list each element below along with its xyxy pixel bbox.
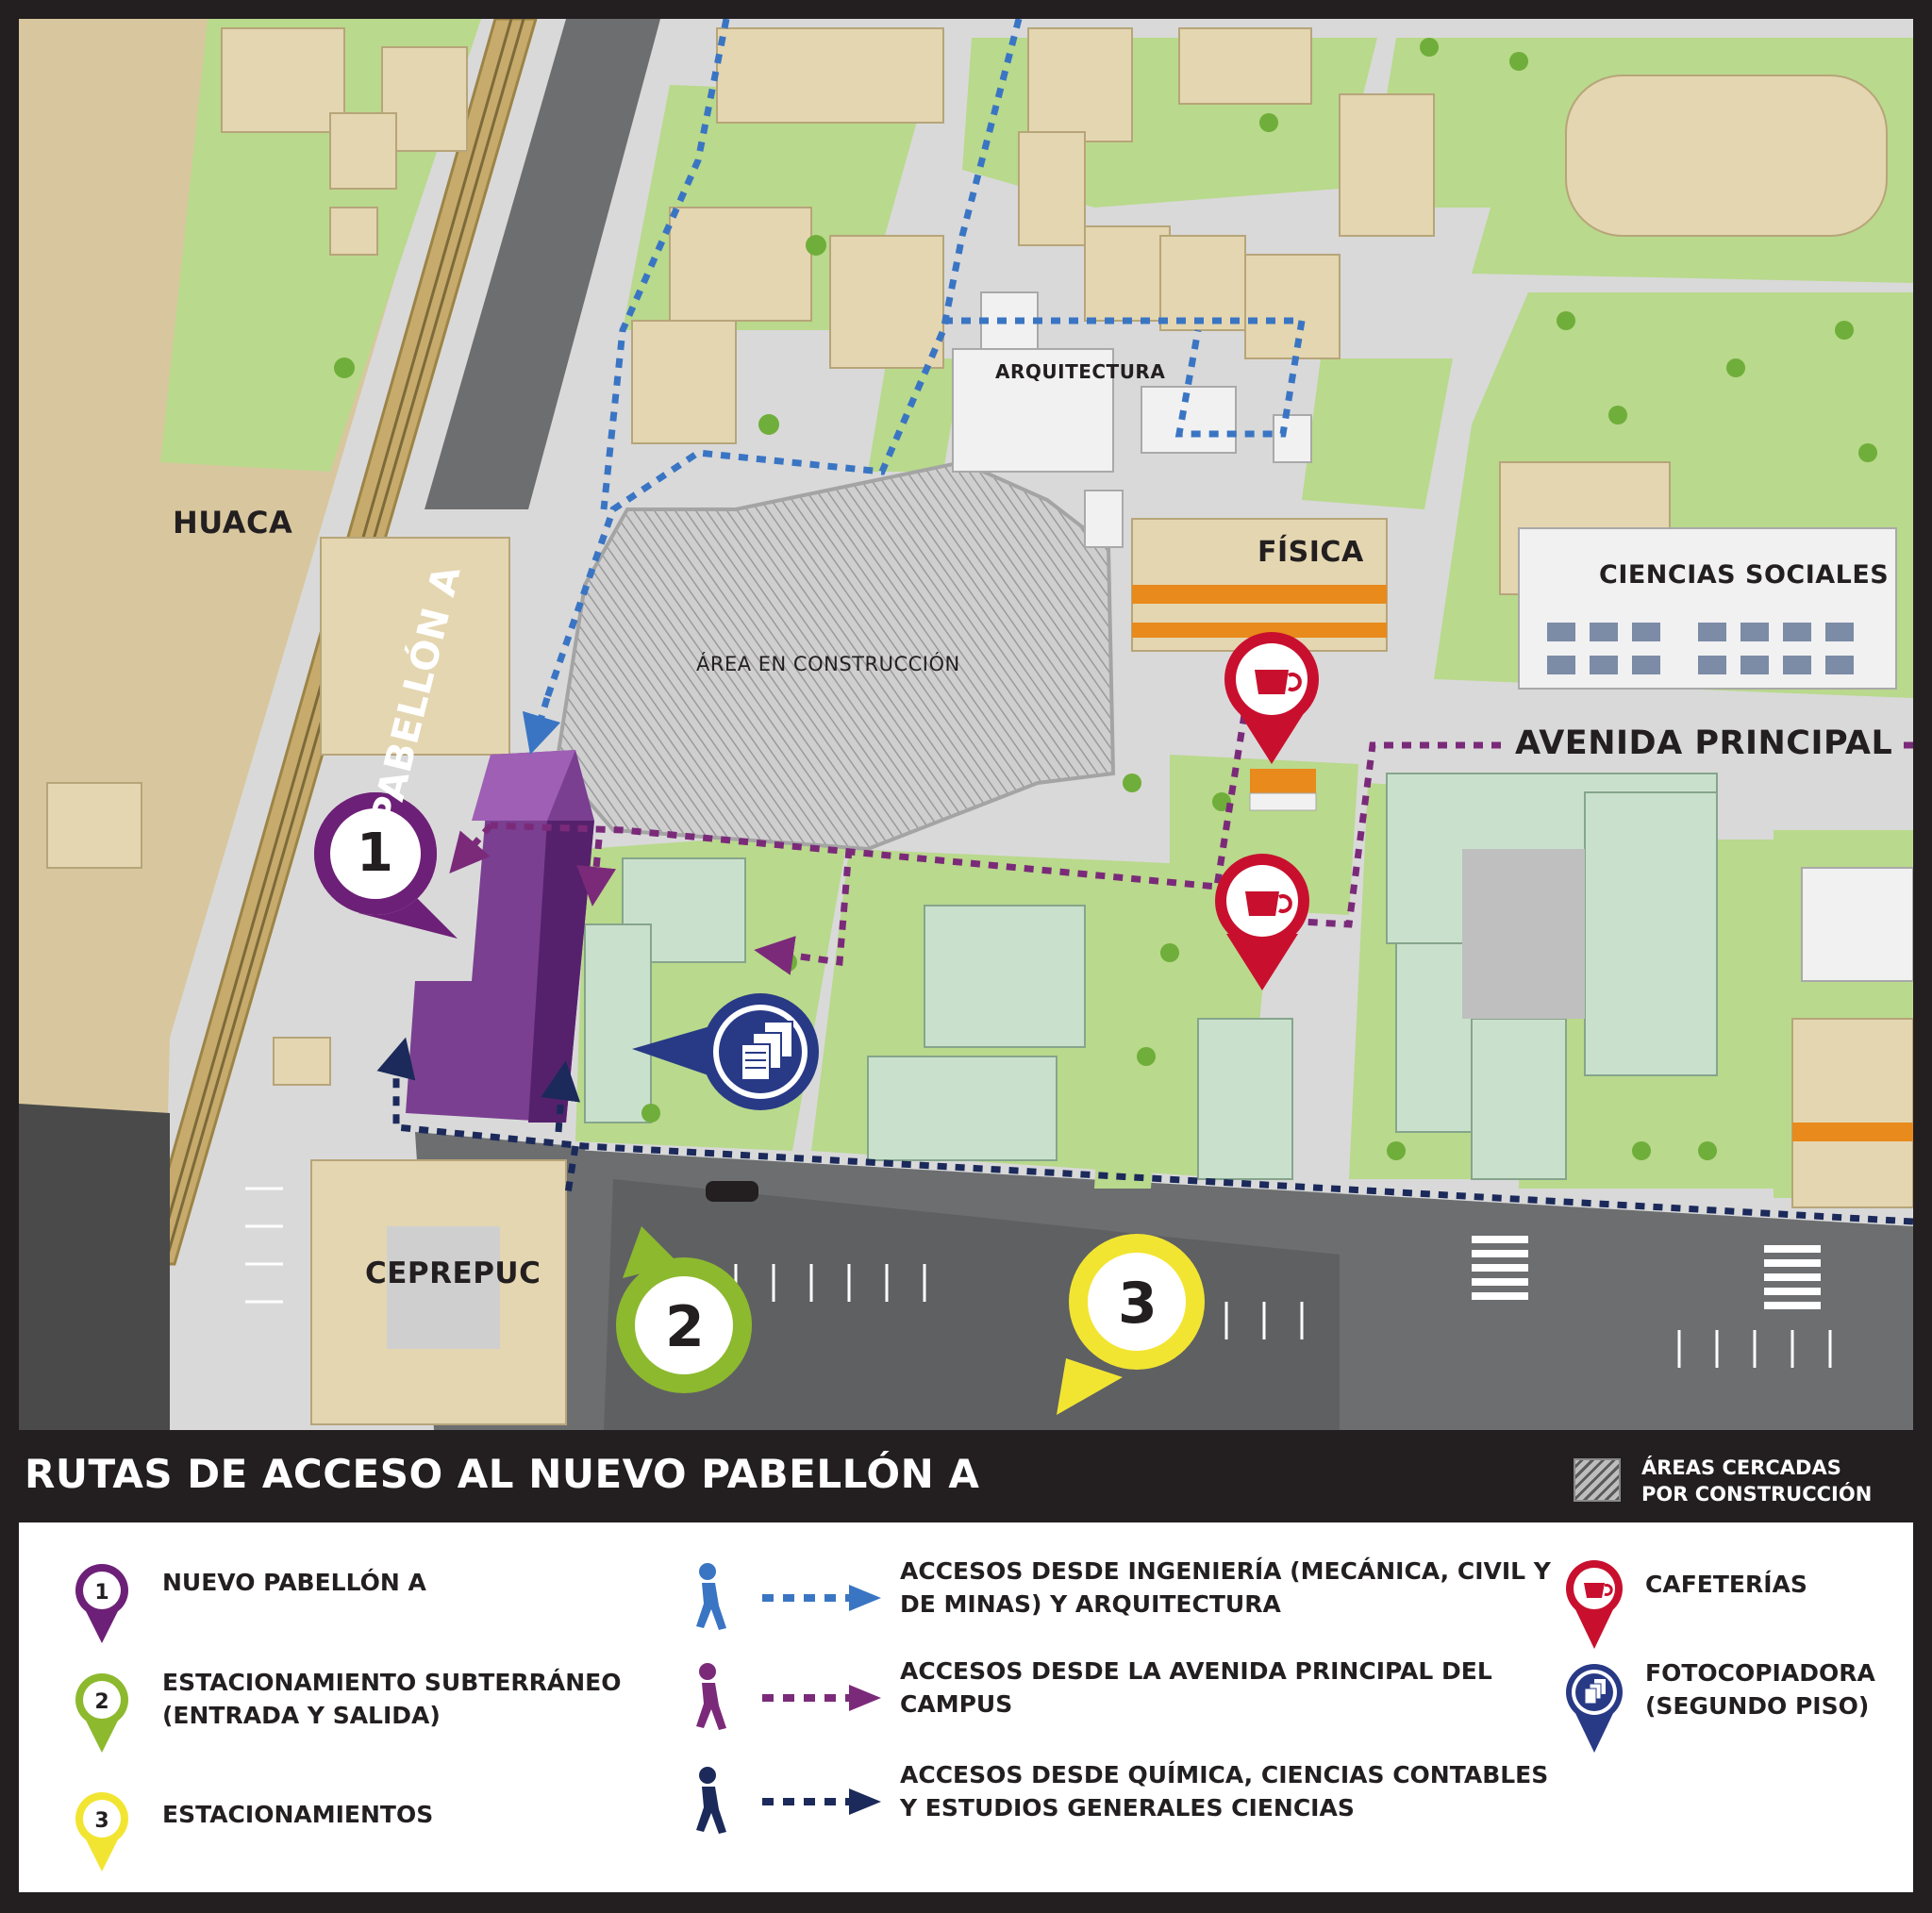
svg-text:1: 1	[94, 1581, 108, 1605]
label-arquitectura: ARQUITECTURA	[995, 360, 1166, 383]
marker-1-number: 1	[357, 823, 394, 884]
label-ceprepuc: CEPREPUC	[365, 1256, 541, 1290]
legend-label-estacionamiento-subterraneo: ESTACIONAMIENTO SUBTERRÁNEO (ENTRADA Y S…	[162, 1669, 622, 1729]
fisica-building	[1131, 518, 1388, 652]
svg-text:3: 3	[94, 1809, 108, 1833]
legend-route-ingenieria	[679, 1560, 887, 1639]
page-title: RUTAS DE ACCESO AL NUEVO PABELLÓN A	[25, 1451, 980, 1497]
ciencias-sociales-building	[1518, 527, 1897, 690]
legend-panel: 1 NUEVO PABELLÓN A 2 ESTACIONAMIENTO SUB…	[19, 1522, 1913, 1892]
yellow-pin-icon: 3	[75, 1792, 128, 1871]
legend-marker-2: 2	[74, 1670, 130, 1755]
marker-2-number: 2	[665, 1294, 706, 1360]
walker-navy-icon	[696, 1767, 881, 1834]
label-ciencias-sociales: CIENCIAS SOCIALES	[1599, 560, 1890, 590]
route-ingenieria-arquitectura	[522, 19, 1307, 756]
coffee-cup-icon	[1566, 1560, 1623, 1649]
legend-route-avenida	[679, 1660, 887, 1739]
walker-purple-icon	[696, 1663, 881, 1730]
hatch-swatch	[1574, 1458, 1621, 1502]
green-pin-icon: 2	[75, 1673, 128, 1753]
east-buildings	[1791, 867, 1913, 1208]
legend-route-quimica	[679, 1764, 887, 1843]
label-area-en-construccion: ÁREA EN CONSTRUCCIÓN	[696, 653, 960, 675]
parking-road	[19, 1104, 170, 1430]
marker-3-estacionamientos[interactable]	[1057, 1234, 1205, 1415]
marker-2-estacionamiento-subterraneo[interactable]	[616, 1226, 752, 1393]
crosswalks	[1472, 1236, 1821, 1309]
pabellon-a-building	[406, 750, 594, 1123]
construction-area	[554, 459, 1116, 852]
marker-1-pabellon-a[interactable]	[314, 792, 458, 939]
title-bar: RUTAS DE ACCESO AL NUEVO PABELLÓN A ÁREA…	[0, 1430, 1932, 1521]
trees	[334, 38, 1877, 1160]
legend-label-fotocopiadora: FOTOCOPIADORA (SEGUNDO PISO)	[1645, 1659, 1875, 1720]
map-canvas	[19, 19, 1913, 1430]
legend-fotocopiadora	[1566, 1660, 1623, 1755]
svg-text:2: 2	[94, 1690, 108, 1714]
ceprepuc-building	[310, 1159, 567, 1425]
legend-label-estacionamientos: ESTACIONAMIENTOS	[162, 1801, 434, 1828]
legend-cafeteria	[1566, 1556, 1623, 1651]
walker-blue-icon	[696, 1563, 881, 1630]
photocopy-icon	[1566, 1664, 1623, 1753]
legend-label-nuevo-pabellon: NUEVO PABELLÓN A	[162, 1569, 426, 1596]
car	[706, 1181, 758, 1202]
legend-marker-1: 1	[74, 1560, 130, 1645]
legend-label-cafeterias: CAFETERÍAS	[1645, 1571, 1807, 1598]
legend-label-route-ingenieria: ACCESOS DESDE INGENIERÍA (MECÁNICA, CIVI…	[900, 1557, 1551, 1618]
label-avenida-principal: AVENIDA PRINCIPAL	[1509, 724, 1899, 762]
legend-marker-3: 3	[74, 1788, 130, 1873]
legend-label-route-avenida: ACCESOS DESDE LA AVENIDA PRINCIPAL DEL C…	[900, 1657, 1492, 1718]
purple-pin-icon: 1	[75, 1564, 128, 1643]
fenced-area-label: ÁREAS CERCADAS POR CONSTRUCCIÓN	[1641, 1456, 1873, 1505]
marker-3-number: 3	[1118, 1271, 1158, 1337]
north-road	[425, 19, 660, 509]
cafeteria-pin-2[interactable]	[1215, 854, 1309, 990]
route-quimica-contables	[376, 1037, 1913, 1225]
legend-label-route-quimica: ACCESOS DESDE QUÍMICA, CIENCIAS CONTABLE…	[900, 1761, 1549, 1822]
fotocopiadora-pin[interactable]	[632, 993, 819, 1110]
buildings-north	[46, 27, 1888, 1086]
cafeteria-pin-1[interactable]	[1224, 632, 1319, 764]
label-huaca: HUACA	[173, 505, 293, 541]
label-fisica: FÍSICA	[1257, 536, 1364, 569]
campus-map: HUACA ARQUITECTURA FÍSICA CIENCIAS SOCIA…	[19, 19, 1913, 1430]
